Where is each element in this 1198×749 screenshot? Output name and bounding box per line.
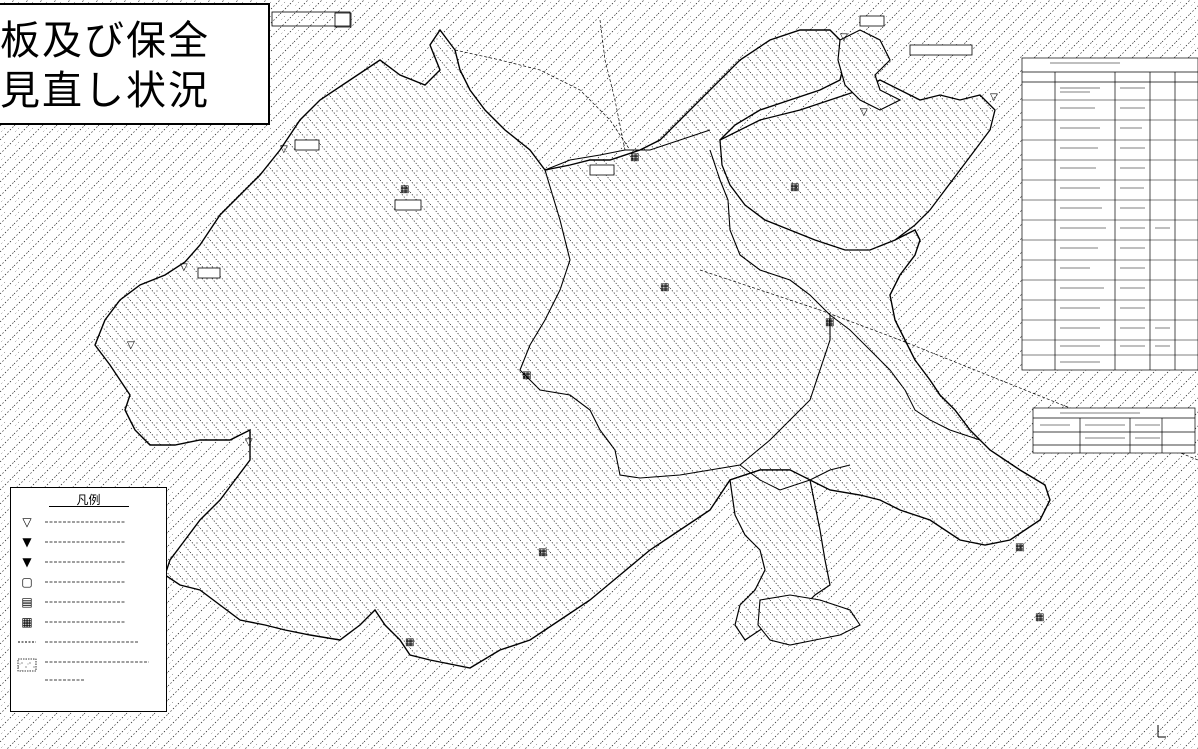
svg-text:▦: ▦	[630, 152, 639, 163]
legend-label-scribble	[45, 661, 149, 681]
svg-text:▽: ▽	[280, 144, 288, 155]
central-district-boundary	[519, 149, 831, 479]
scale-mark	[1157, 725, 1166, 738]
svg-text:▦: ▦	[538, 547, 547, 558]
map-label-boxes	[197, 11, 973, 279]
square-outline-icon: ▢	[21, 575, 33, 589]
legend-item-4: ▢	[17, 574, 165, 590]
map-title-box: 板及び保全 見直し状況	[0, 3, 270, 125]
square-hatched-icon: ▦	[21, 615, 33, 629]
svg-text:▽: ▽	[990, 92, 998, 103]
dotted-area-icon	[17, 658, 37, 672]
triangle-outline-icon: ▽	[22, 515, 32, 529]
north-tip	[837, 29, 902, 111]
triangle-solid-icon: ▼	[22, 555, 32, 569]
upper-right-table-scribble	[1050, 62, 1170, 363]
middle-right-table	[1032, 407, 1196, 454]
svg-text:▽: ▽	[860, 107, 868, 118]
legend-label-scribble	[45, 641, 139, 643]
legend-item-7	[17, 634, 165, 650]
legend-item-3: ▼	[17, 554, 165, 570]
svg-text:▦: ▦	[790, 182, 799, 193]
east-district-boundary	[829, 314, 981, 441]
svg-text:▦: ▦	[400, 184, 409, 195]
map-symbols: ▽ ▽ ▽ ▦ ▦ ▦ ▦ ▦ ▦ ▦ ▦ ▦ ▦ ▽ ▽ ▽ ▽	[127, 32, 1044, 648]
legend-label-scribble	[45, 541, 125, 543]
legend-label-scribble	[45, 601, 125, 603]
legend-label-scribble	[45, 521, 125, 523]
upper-right-table	[1021, 57, 1198, 371]
legend-label-scribble	[45, 621, 125, 623]
map-title-line-2: 見直し状況	[0, 68, 210, 114]
svg-text:▽: ▽	[840, 32, 848, 43]
legend-label-scribble	[45, 581, 125, 583]
legend-heading: 凡例	[76, 493, 101, 507]
south-district-boundary	[739, 464, 851, 491]
south-bay-land	[757, 594, 861, 646]
svg-text:▽: ▽	[180, 262, 188, 273]
svg-text:▽: ▽	[245, 437, 253, 448]
road-line	[599, 19, 626, 151]
square-striped-icon: ▤	[21, 595, 33, 609]
svg-text:▦: ▦	[522, 370, 531, 381]
svg-text:▦: ▦	[1035, 612, 1044, 623]
road-line	[454, 49, 631, 151]
legend-item-6: ▦	[17, 614, 165, 630]
map-title-line-1: 板及び保全	[0, 18, 210, 64]
legend-item-2: ▼	[17, 534, 165, 550]
legend-item-1: ▽	[17, 514, 165, 530]
legend-box: 凡例 ▽ ▼ ▼ ▢ ▤ ▦	[10, 487, 167, 712]
triangle-striped-icon: ▼	[22, 535, 32, 549]
legend-heading-rule	[49, 506, 129, 507]
legend-item-5: ▤	[17, 594, 165, 610]
svg-text:▽: ▽	[127, 340, 135, 351]
svg-text:▦: ▦	[660, 282, 669, 293]
svg-text:▦: ▦	[1015, 542, 1024, 553]
svg-text:▦: ▦	[405, 637, 414, 648]
legend-item-8	[17, 658, 165, 688]
svg-text:▦: ▦	[825, 317, 834, 328]
legend-label-scribble	[45, 561, 125, 563]
dashed-line-icon	[17, 635, 37, 649]
